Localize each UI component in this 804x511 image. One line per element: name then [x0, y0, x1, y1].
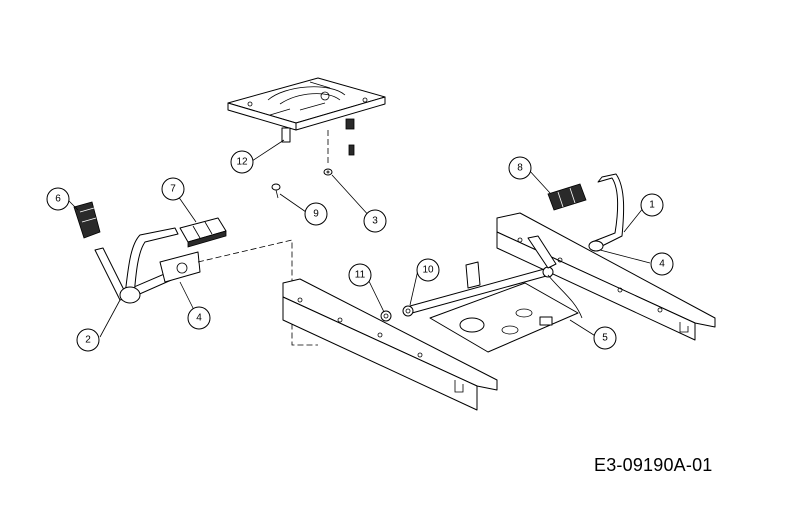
callout-4-left-label: 4	[196, 313, 202, 324]
callout-4-left: 4	[187, 306, 211, 330]
callout-6-label: 6	[55, 194, 61, 205]
plate-bolt	[348, 144, 355, 156]
fastener-washer	[323, 168, 333, 176]
callout-7: 7	[161, 177, 185, 201]
callout-1: 1	[640, 193, 664, 217]
callout-11-label: 11	[355, 270, 366, 281]
callout-9-label: 9	[313, 209, 319, 220]
drawing-code: E3-09190A-01	[594, 455, 713, 475]
callout-10: 10	[416, 258, 440, 282]
chassis-frame	[282, 212, 716, 411]
callout-10-label: 10	[422, 265, 434, 276]
callout-6: 6	[46, 187, 70, 211]
callout-12: 12	[230, 150, 254, 174]
callout-8-label: 8	[517, 163, 523, 174]
bushing-10	[402, 305, 414, 317]
callout-1-label: 1	[649, 200, 655, 211]
callout-7-label: 7	[170, 184, 176, 195]
callout-8: 8	[508, 156, 532, 180]
pedal-pad-8	[547, 183, 587, 211]
callout-4-right-label: 4	[659, 259, 665, 270]
pedal-pad-6	[73, 201, 101, 239]
callout-3: 3	[363, 209, 387, 233]
callout-11: 11	[348, 263, 372, 287]
pedal-assembly-left	[94, 227, 201, 304]
bushing-11	[380, 310, 392, 322]
callout-5: 5	[593, 326, 617, 350]
callout-9: 9	[304, 202, 328, 226]
seat-mounting-plate	[227, 77, 386, 143]
callout-5-label: 5	[602, 333, 608, 344]
callout-12-label: 12	[236, 157, 248, 168]
callout-2: 2	[76, 328, 100, 352]
callout-3-label: 3	[372, 216, 378, 227]
fastener-bolt	[271, 183, 281, 199]
pedal-assembly-right	[588, 173, 625, 252]
callout-4-right: 4	[650, 252, 674, 276]
pedal-pad-7	[179, 217, 227, 248]
cross-shaft	[409, 235, 583, 319]
callout-2-label: 2	[85, 335, 91, 346]
